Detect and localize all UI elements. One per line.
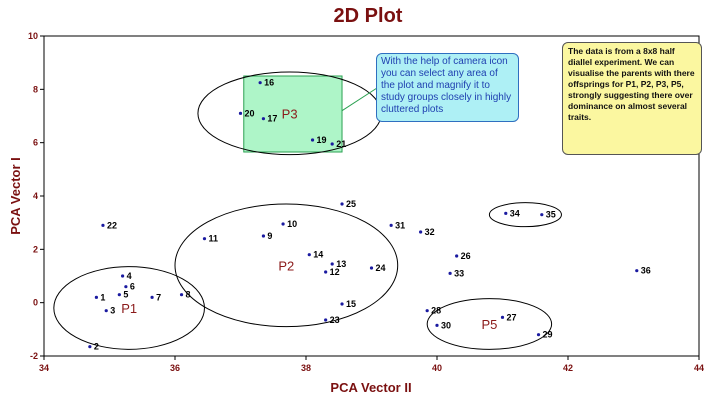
point-label-4: 4 (127, 271, 132, 281)
y-tick-label: 6 (33, 138, 38, 148)
point-label-7: 7 (156, 292, 161, 302)
point-label-25: 25 (346, 199, 356, 209)
data-point-26 (455, 254, 459, 258)
data-point-20 (238, 111, 243, 115)
point-label-16: 16 (264, 78, 274, 88)
y-tick-label: 4 (33, 191, 38, 201)
point-label-9: 9 (267, 231, 272, 241)
data-point-12 (324, 270, 328, 274)
y-axis-title: PCA Vector I (8, 157, 23, 235)
point-label-30: 30 (441, 320, 451, 330)
data-info-callout: The data is from a 8x8 half diallel expe… (562, 42, 702, 155)
data-point-7 (150, 295, 154, 299)
data-point-30 (435, 323, 439, 327)
point-label-34: 34 (510, 208, 520, 218)
x-tick-label: 38 (301, 363, 311, 373)
group-label-p5: P5 (481, 317, 497, 332)
point-label-23: 23 (330, 315, 340, 325)
group-ellipse-p5 (426, 298, 553, 350)
x-axis-title: PCA Vector II (330, 380, 411, 395)
point-label-31: 31 (395, 220, 405, 230)
data-point-9 (261, 234, 266, 238)
point-label-28: 28 (431, 306, 441, 316)
data-point-25 (340, 202, 344, 206)
point-label-36: 36 (641, 266, 651, 276)
data-point-22 (101, 223, 105, 227)
data-point-24 (369, 266, 374, 270)
point-label-15: 15 (346, 299, 356, 309)
group-ellipse-p1 (53, 266, 205, 350)
y-tick-label: -2 (30, 351, 38, 361)
y-tick-label: 10 (28, 31, 38, 41)
selection-box (243, 75, 343, 153)
data-point-13 (330, 262, 334, 266)
x-tick-label: 44 (694, 363, 704, 373)
data-point-33 (448, 271, 452, 275)
data-point-8 (179, 293, 184, 297)
point-label-29: 29 (543, 330, 553, 340)
point-label-20: 20 (245, 108, 255, 118)
data-point-15 (340, 302, 344, 306)
x-tick-label: 40 (432, 363, 442, 373)
point-label-14: 14 (313, 250, 323, 260)
x-tick-label: 42 (563, 363, 573, 373)
x-tick-label: 36 (170, 363, 180, 373)
point-label-10: 10 (287, 219, 297, 229)
data-point-21 (330, 142, 334, 146)
camera-tip-callout: With the help of camera icon you can sel… (376, 53, 519, 122)
data-point-2 (88, 345, 92, 349)
point-label-2: 2 (94, 342, 99, 352)
y-tick-label: 2 (33, 244, 38, 254)
point-label-12: 12 (330, 267, 340, 277)
point-label-19: 19 (317, 135, 327, 145)
callout-connector (341, 87, 378, 112)
data-point-16 (258, 81, 262, 85)
group-label-p3: P3 (282, 106, 298, 121)
data-point-3 (104, 309, 108, 313)
x-tick-label: 34 (39, 363, 49, 373)
data-point-10 (281, 222, 285, 226)
point-label-33: 33 (454, 268, 464, 278)
group-label-p1: P1 (121, 301, 137, 316)
y-tick-label: 0 (33, 298, 38, 308)
point-label-3: 3 (110, 306, 115, 316)
point-label-35: 35 (546, 210, 556, 220)
data-point-14 (307, 253, 311, 257)
data-point-34 (504, 211, 508, 215)
data-point-5 (117, 293, 121, 297)
group-ellipse-4 (488, 202, 562, 228)
data-point-23 (324, 318, 328, 322)
data-point-36 (635, 269, 639, 273)
point-label-24: 24 (376, 263, 386, 273)
point-label-26: 26 (461, 251, 471, 261)
point-label-22: 22 (107, 220, 117, 230)
data-point-31 (389, 223, 393, 227)
data-point-19 (310, 138, 315, 142)
point-label-11: 11 (208, 234, 218, 244)
point-label-17: 17 (267, 114, 277, 124)
point-label-32: 32 (425, 227, 435, 237)
point-label-21: 21 (336, 139, 346, 149)
point-label-5: 5 (123, 290, 128, 300)
data-point-11 (202, 237, 207, 241)
data-point-28 (425, 309, 429, 313)
data-point-17 (261, 117, 266, 121)
point-label-8: 8 (186, 290, 191, 300)
point-label-1: 1 (100, 292, 105, 302)
point-label-27: 27 (507, 312, 517, 322)
point-label-13: 13 (336, 259, 346, 269)
point-label-6: 6 (130, 282, 135, 292)
group-label-p2: P2 (278, 258, 294, 273)
chart-title: 2D Plot (334, 5, 403, 27)
data-point-27 (500, 315, 505, 319)
data-point-35 (540, 213, 544, 217)
data-point-29 (536, 333, 541, 337)
data-point-32 (419, 230, 423, 234)
data-point-1 (94, 295, 98, 299)
group-ellipse-p2 (174, 203, 399, 328)
data-point-4 (121, 274, 125, 278)
data-point-6 (124, 285, 128, 289)
y-tick-label: 8 (33, 84, 38, 94)
